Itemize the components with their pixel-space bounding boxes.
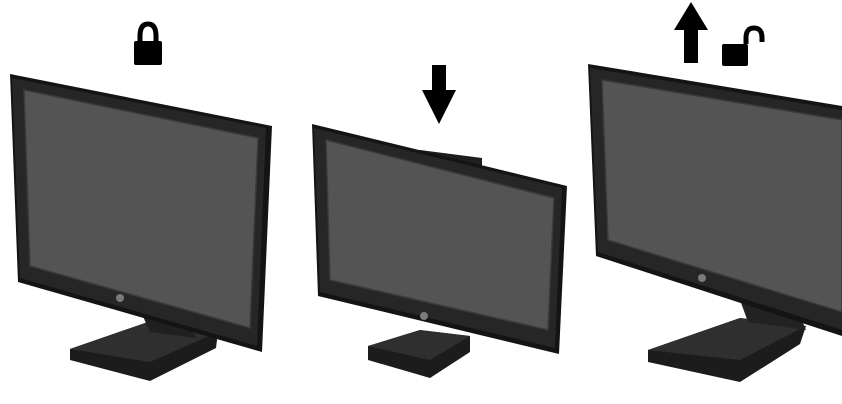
lock-closed-icon xyxy=(134,24,162,65)
monitor-2-stand xyxy=(368,330,470,378)
monitor-1-logo xyxy=(116,294,124,302)
monitor-3 xyxy=(588,64,842,336)
arrow-down-icon xyxy=(422,65,456,124)
lock-open-icon xyxy=(722,28,762,66)
arrow-up-icon xyxy=(674,2,708,63)
monitor-3-logo xyxy=(698,274,706,282)
step-1-locked xyxy=(10,24,272,381)
monitor-1 xyxy=(10,74,272,352)
monitor-2 xyxy=(312,124,567,354)
step-2-press-down xyxy=(312,65,567,378)
monitor-2-logo xyxy=(420,312,428,320)
step-3-unlocked-raise xyxy=(588,2,842,382)
